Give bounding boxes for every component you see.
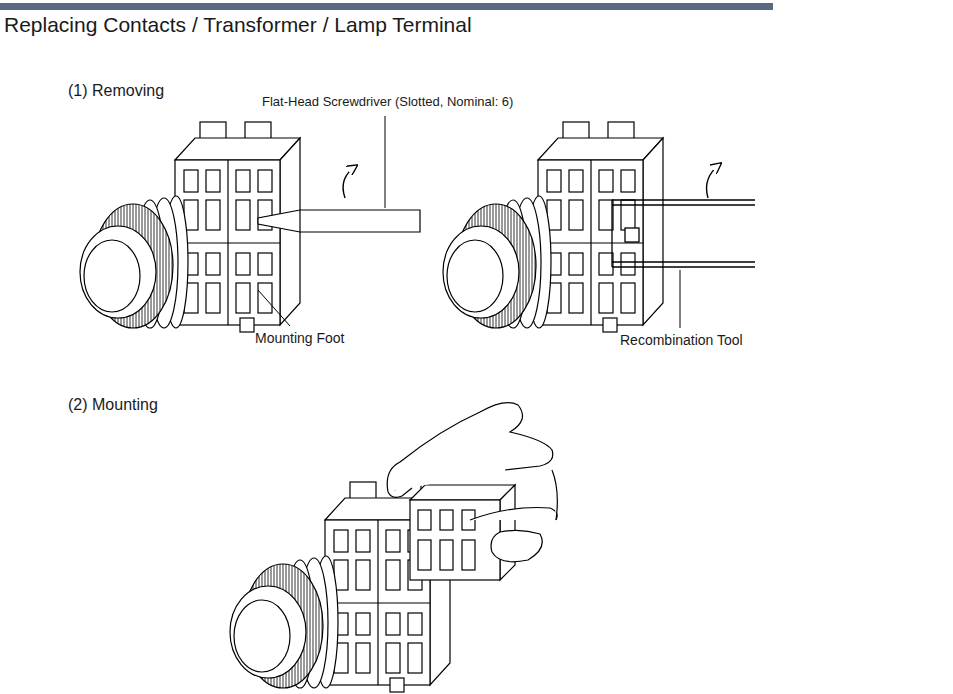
hand (387, 403, 557, 562)
step-heading: (1) Removing (68, 82, 164, 100)
step-heading: (2) Mounting (68, 396, 158, 414)
motion-arrow (707, 164, 721, 198)
part-label: Recombination Tool (620, 332, 743, 348)
recombination-tool (612, 200, 755, 267)
part-label: Flat-Head Screwdriver (Slotted, Nominal:… (262, 95, 513, 110)
switch-figure (443, 122, 663, 332)
part-label: Mounting Foot (255, 330, 345, 346)
switch-figure (80, 122, 300, 332)
screwdriver (258, 210, 420, 232)
motion-arrow (343, 166, 356, 198)
page-title: Replacing Contacts / Transformer / Lamp … (4, 13, 472, 37)
leader-line (258, 116, 680, 328)
header-bar (0, 3, 773, 10)
